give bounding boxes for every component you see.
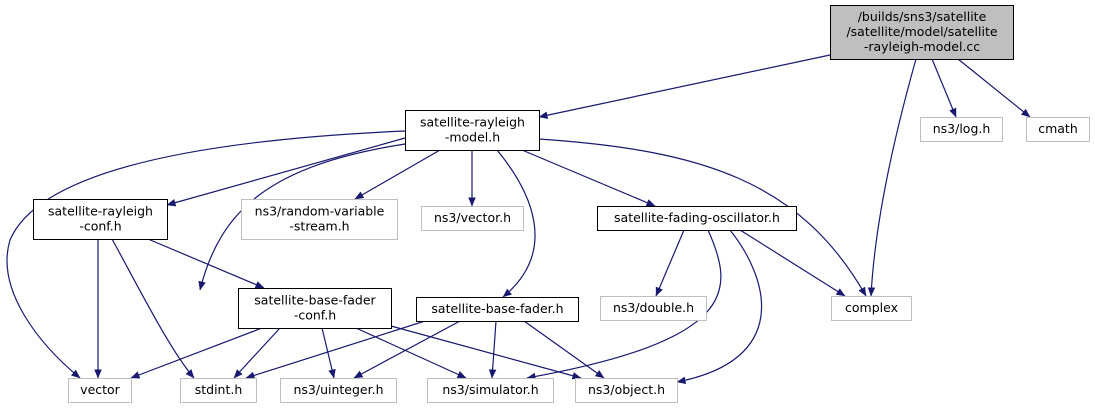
node-label-uinteger_h-line-0: ns3/uinteger.h — [293, 382, 383, 397]
node-rayleigh_model_h[interactable]: satellite-rayleigh-model.h — [405, 110, 540, 151]
node-label-rayleigh_model_h-line-0: satellite-rayleigh — [420, 115, 525, 130]
node-uinteger_h: ns3/uinteger.h — [280, 378, 397, 403]
node-label-double_h-line-0: ns3/double.h — [613, 300, 694, 315]
node-label-base_fader_conf_h-line-0: satellite-base-fader — [254, 293, 376, 308]
node-label-stdint_h-line-0: stdint.h — [195, 382, 243, 397]
node-label-object_h-line-0: ns3/object.h — [588, 382, 665, 397]
node-simulator_h: ns3/simulator.h — [427, 378, 554, 403]
node-label-root-line-0: /builds/sns3/satellite — [858, 9, 987, 24]
node-root[interactable]: /builds/sns3/satellite/satellite/model/s… — [830, 5, 1014, 60]
node-box-double_h — [600, 296, 707, 321]
nodes-layer: /builds/sns3/satellite/satellite/model/s… — [33, 5, 1090, 403]
edge-rayleigh_conf_h-to-base_fader_conf_h — [147, 238, 265, 289]
edges-layer — [6, 54, 1031, 385]
node-complex: complex — [831, 296, 912, 321]
edge-fading_oscillator_h-to-complex — [739, 229, 846, 297]
node-box-cmath — [1026, 117, 1090, 142]
edge-base_fader_conf_h-to-uinteger_h — [321, 327, 336, 379]
node-label-random_variable_stream_h-line-0: ns3/random-variable — [255, 204, 385, 219]
node-box-base_fader_h — [416, 297, 579, 322]
node-cmath: cmath — [1026, 117, 1090, 142]
node-base_fader_conf_h[interactable]: satellite-base-fader-conf.h — [238, 288, 392, 329]
edge-base_fader_h-to-uinteger_h — [353, 320, 461, 379]
node-object_h: ns3/object.h — [575, 378, 678, 403]
node-random_variable_stream_h: ns3/random-variable-stream.h — [241, 199, 398, 240]
node-box-uinteger_h — [280, 378, 397, 403]
node-stdint_h: stdint.h — [180, 378, 257, 403]
node-label-vector-line-0: vector — [80, 382, 121, 397]
node-base_fader_h[interactable]: satellite-base-fader.h — [416, 297, 579, 322]
node-label-simulator_h-line-0: ns3/simulator.h — [442, 382, 538, 397]
edge-base_fader_conf_h-to-vector — [130, 327, 263, 379]
node-box-random_variable_stream_h — [241, 199, 398, 240]
edge-fading_oscillator_h-to-object_h — [676, 229, 763, 385]
node-label-base_fader_conf_h-line-1: -conf.h — [294, 308, 336, 323]
edge-rayleigh_model_h-to-base_fader_h — [496, 149, 536, 298]
node-box-complex — [831, 296, 912, 321]
edge-rayleigh_model_h-to-random_variable_stream_h — [354, 149, 441, 200]
node-box-object_h — [575, 378, 678, 403]
node-ns3_vector_h: ns3/vector.h — [421, 206, 524, 231]
node-double_h: ns3/double.h — [600, 296, 707, 321]
edge-base_fader_h-to-object_h — [523, 320, 605, 379]
edge-base_fader_conf_h-to-stdint_h — [233, 327, 281, 379]
node-label-rayleigh_model_h-line-1: -model.h — [445, 130, 500, 145]
edge-rayleigh_conf_h-to-stdint_h — [111, 238, 195, 379]
node-label-random_variable_stream_h-line-1: -stream.h — [289, 219, 349, 234]
edge-rayleigh_model_h-to-stdint_h — [198, 143, 406, 291]
edge-base_fader_conf_h-to-simulator_h — [355, 327, 467, 379]
edge-base_fader_conf_h-to-object_h — [390, 325, 582, 380]
node-label-log_h-line-0: ns3/log.h — [933, 121, 991, 136]
edge-root-to-complex — [867, 58, 917, 297]
edge-rayleigh_model_h-to-fading_oscillator_h — [521, 149, 656, 207]
node-box-vector — [68, 378, 132, 403]
edge-rayleigh_model_h-to-rayleigh_conf_h — [166, 137, 406, 207]
node-label-complex-line-0: complex — [845, 300, 898, 315]
node-vector: vector — [68, 378, 132, 403]
node-label-cmath-line-0: cmath — [1038, 121, 1078, 136]
edge-rayleigh_model_h-to-complex — [538, 138, 867, 297]
node-box-log_h — [920, 117, 1003, 142]
node-box-base_fader_conf_h — [238, 288, 392, 329]
node-box-root — [830, 5, 1014, 60]
node-label-ns3_vector_h-line-0: ns3/vector.h — [434, 210, 511, 225]
node-label-root-line-1: /satellite/model/satellite — [846, 24, 997, 39]
node-box-stdint_h — [180, 378, 257, 403]
node-label-fading_oscillator_h-line-0: satellite-fading-oscillator.h — [614, 210, 780, 225]
edge-base_fader_h-to-simulator_h — [488, 320, 497, 379]
edge-rayleigh_model_h-to-vector — [6, 130, 406, 379]
node-fading_oscillator_h[interactable]: satellite-fading-oscillator.h — [597, 206, 797, 231]
edge-root-to-cmath — [957, 58, 1031, 118]
node-box-rayleigh_conf_h — [33, 199, 168, 240]
edge-fading_oscillator_h-to-double_h — [655, 229, 685, 297]
node-label-root-line-2: -rayleigh-model.cc — [864, 39, 980, 54]
node-label-rayleigh_conf_h-line-0: satellite-rayleigh — [48, 204, 153, 219]
node-box-rayleigh_model_h — [405, 110, 540, 151]
edge-root-to-log_h — [931, 58, 957, 118]
node-label-base_fader_h-line-0: satellite-base-fader.h — [431, 301, 563, 316]
edge-base_fader_h-to-stdint_h — [245, 320, 426, 380]
edge-root-to-rayleigh_model_h — [538, 54, 831, 119]
node-label-rayleigh_conf_h-line-1: -conf.h — [79, 219, 121, 234]
node-box-fading_oscillator_h — [597, 206, 797, 231]
node-rayleigh_conf_h[interactable]: satellite-rayleigh-conf.h — [33, 199, 168, 240]
node-log_h: ns3/log.h — [920, 117, 1003, 142]
node-box-ns3_vector_h — [421, 206, 524, 231]
node-box-simulator_h — [427, 378, 554, 403]
